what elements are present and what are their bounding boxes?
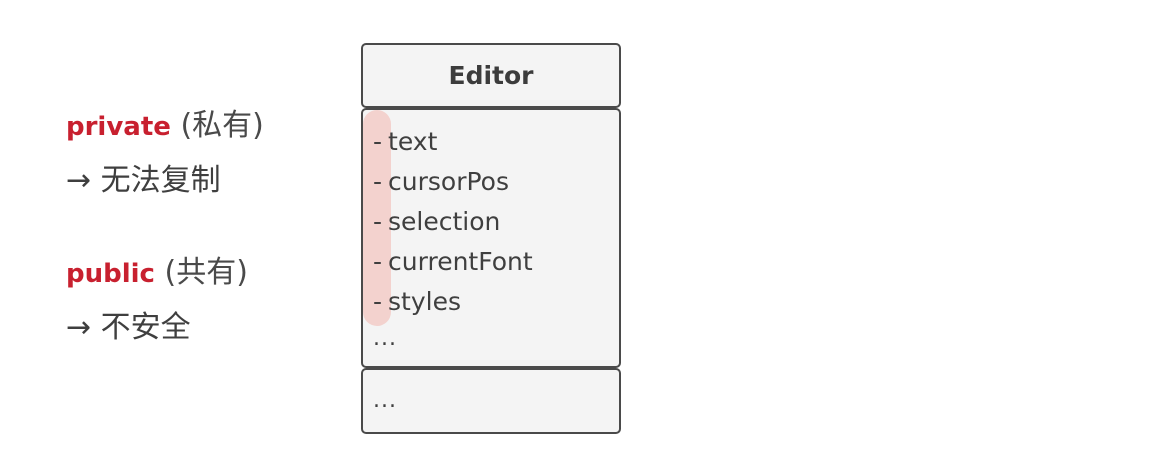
public-paren-label: (共有) xyxy=(164,255,248,290)
field-item: -cursorPos xyxy=(373,162,533,202)
field-item: -styles xyxy=(373,282,533,322)
visibility-highlight xyxy=(363,110,391,326)
fields-ellipsis: ... xyxy=(373,326,397,351)
public-annotation: public (共有) → 不安全 xyxy=(66,246,248,355)
field-name: styles xyxy=(388,287,462,316)
field-name: currentFont xyxy=(388,247,533,276)
private-annotation: private (私有) → 无法复制 xyxy=(66,99,264,208)
field-name: text xyxy=(388,127,438,156)
field-list: -text -cursorPos -selection -currentFont… xyxy=(373,122,533,322)
uml-fields-section: -text -cursorPos -selection -currentFont… xyxy=(361,108,621,368)
private-consequence: → 无法复制 xyxy=(66,163,221,198)
visibility-marker: - xyxy=(373,127,383,156)
public-consequence: → 不安全 xyxy=(66,310,191,345)
field-item: -selection xyxy=(373,202,533,242)
field-name: cursorPos xyxy=(388,167,510,196)
visibility-marker: - xyxy=(373,207,383,236)
field-item: -text xyxy=(373,122,533,162)
private-keyword: private xyxy=(66,112,171,142)
public-keyword: public xyxy=(66,259,155,289)
private-heading: private (私有) xyxy=(66,99,264,154)
private-paren-label: (私有) xyxy=(180,108,264,143)
uml-class-box: Editor -text -cursorPos -selection -curr… xyxy=(361,43,621,434)
visibility-marker: - xyxy=(373,167,383,196)
field-item: -currentFont xyxy=(373,242,533,282)
methods-ellipsis: ... xyxy=(373,388,397,413)
uml-methods-section: ... xyxy=(361,368,621,434)
uml-class-name: Editor xyxy=(361,43,621,108)
public-heading: public (共有) xyxy=(66,246,248,301)
visibility-marker: - xyxy=(373,247,383,276)
field-name: selection xyxy=(388,207,501,236)
visibility-marker: - xyxy=(373,287,383,316)
